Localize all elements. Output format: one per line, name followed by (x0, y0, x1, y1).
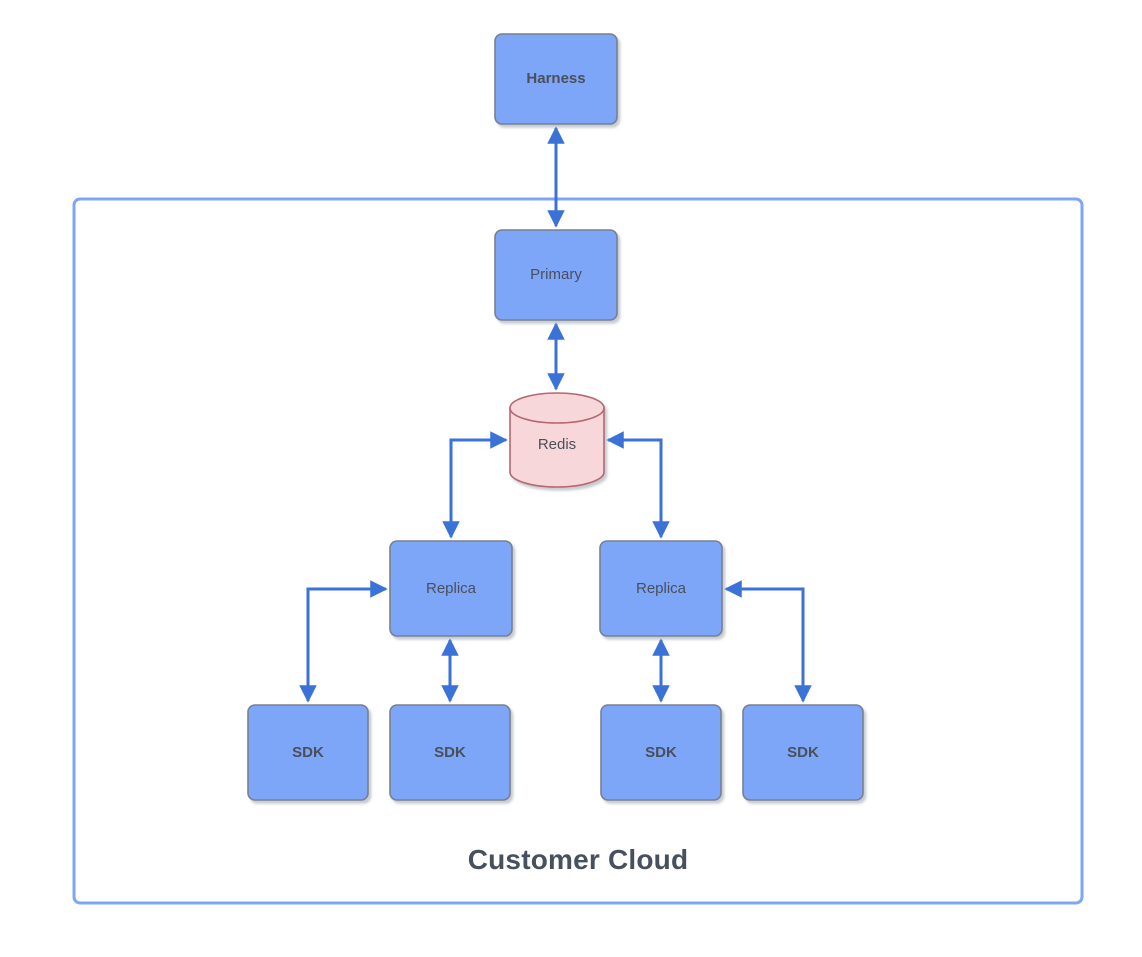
edge-redis-replica-left (442, 431, 508, 539)
edge-replica-right-sdk-4 (724, 580, 812, 703)
node-harness[interactable] (494, 33, 618, 125)
edge-redis-replica-right (606, 431, 670, 539)
node-sdk-3[interactable] (600, 704, 722, 801)
node-primary[interactable] (494, 229, 618, 321)
node-sdk-1[interactable] (247, 704, 369, 801)
group-title-customer-cloud: Customer Cloud (467, 844, 689, 875)
node-replica-right[interactable] (599, 540, 723, 637)
group-customer-cloud (72, 197, 1084, 905)
node-sdk-4[interactable] (742, 704, 864, 801)
node-replica-left[interactable] (389, 540, 513, 637)
node-redis[interactable] (509, 392, 605, 488)
edge-replica-left-sdk-1 (299, 580, 388, 703)
connectors (299, 126, 812, 703)
node-sdk-2[interactable] (389, 704, 511, 801)
nodes (247, 33, 864, 801)
